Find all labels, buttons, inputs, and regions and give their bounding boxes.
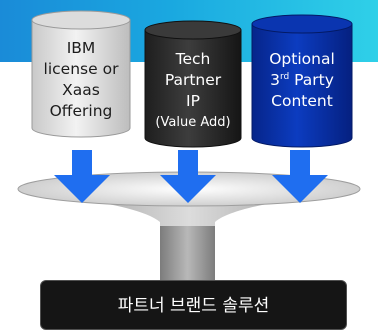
label-line: (Value Add) bbox=[155, 115, 231, 130]
down-arrow-icon bbox=[272, 150, 328, 203]
label-line: Partner bbox=[164, 71, 222, 89]
cylinder-tech-partner-ip bbox=[144, 20, 242, 148]
result-box: 파트너 브랜드 솔루션 bbox=[40, 280, 347, 330]
cylinder-ibm-license bbox=[31, 10, 131, 138]
down-arrow-icon bbox=[54, 150, 110, 203]
label-line: license or bbox=[43, 60, 119, 78]
cylinder-label-ibm-license: IBM license or Xaas Offering bbox=[32, 38, 130, 122]
cylinder-third-party-content bbox=[251, 14, 353, 148]
label-line: Tech bbox=[175, 50, 211, 68]
label-line: Offering bbox=[49, 102, 113, 120]
label-text: Party bbox=[289, 71, 334, 89]
label-line: 3rd Party bbox=[252, 70, 352, 91]
label-line: Content bbox=[271, 92, 333, 110]
down-arrow-icon bbox=[160, 150, 216, 203]
label-line: Optional bbox=[269, 50, 335, 68]
cylinder-label-third-party: Optional 3rd Party Content bbox=[252, 49, 352, 112]
label-line: IBM bbox=[66, 39, 96, 57]
label-line: Xaas bbox=[62, 81, 100, 99]
cylinder-label-tech-partner: Tech Partner IP (Value Add) bbox=[144, 49, 242, 133]
ordinal-number: 3 bbox=[270, 71, 280, 89]
label-line: IP bbox=[186, 92, 200, 110]
ordinal-suffix: rd bbox=[279, 72, 290, 82]
